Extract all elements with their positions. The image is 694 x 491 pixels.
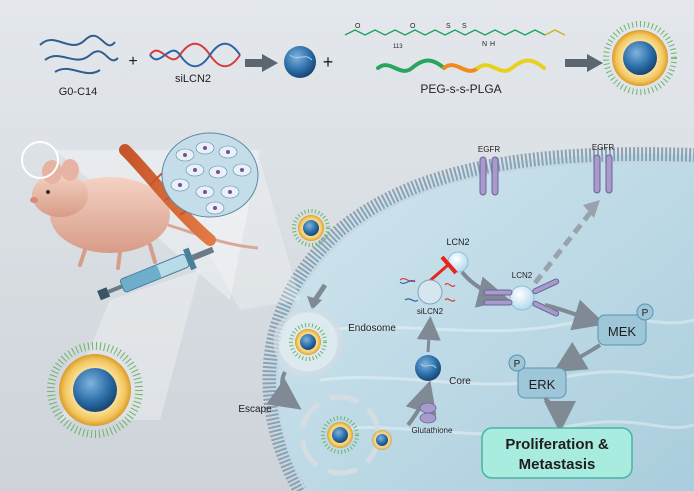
peg-ss-plga-structure: O 113 O S S N H [344,23,566,50]
svg-text:113: 113 [393,44,403,50]
outcome-line2: Metastasis [519,456,596,473]
silcn2-fragments [399,277,456,302]
egfr-receptor-right [593,154,613,194]
svg-text:N: N [482,41,487,48]
plus-sign-2: + [323,52,334,72]
arrow-core-to-silcn2 [416,316,441,353]
uptake-arrow-head [307,296,322,310]
tumor-cluster [161,132,259,218]
released-core [415,355,441,381]
svg-text:O: O [410,23,416,30]
peg-ss-plga-ribbon [376,58,546,73]
core-label: Core [449,376,471,387]
arrow-mek-to-erk [553,341,602,373]
arrow-lcn2-to-bound [460,270,510,308]
uptake-arrow [312,283,328,302]
arrow-erk-to-outcome [543,396,576,433]
escape-label: Escape [238,404,272,415]
arrow-to-core-head [262,54,278,72]
mek-phospho-icon [636,303,654,321]
disassembling-nanoparticle [372,430,392,450]
erk-phospho-icon [508,354,526,372]
final-nanoparticle [603,21,677,95]
erk-phospho-label: P [514,359,521,370]
erk-label: ERK [529,377,556,392]
mek-label: MEK [608,324,637,339]
outcome-line1: Proliferation & [505,436,609,453]
erk-box [517,367,567,399]
mek-box [597,314,647,346]
silcn2-synthesis-label: siLCN2 [175,73,211,85]
egfr-receptor-left [479,156,499,196]
arrow-to-nanoparticle-head [587,54,603,72]
egfr-right-label: EGFR [592,143,614,152]
cell-cytoplasm [269,154,694,491]
blood-vessel [119,144,216,246]
mouse-illustration [30,159,259,270]
plus-sign-1: + [128,53,137,70]
endosome [273,307,343,377]
svg-text:O: O [355,23,361,30]
released-sirna-cluster [417,279,443,305]
silcn2-released-label: siLCN2 [417,307,444,316]
g0-c14-strands [39,34,119,75]
peg-ss-plga-label: PEG-s-s-PLGA [420,82,501,96]
nanoparticle-zoom [47,342,143,438]
extracellular-nanoparticle [292,209,330,247]
svg-text:H: H [490,41,495,48]
svg-text:S: S [462,23,467,30]
lcn2-free-label: LCN2 [446,237,469,247]
lcn2-bound-label: LCN2 [512,271,533,280]
arrow-complex-to-mek [544,299,606,331]
inhibition-bar [440,255,458,275]
egfr-left-label: EGFR [478,145,500,154]
endosome-label: Endosome [348,323,396,334]
magnifier-circle [21,141,59,179]
assembled-core-icon [284,46,316,78]
dashed-arrow-head [583,200,600,218]
syringe-icon [97,246,215,301]
glutathione-label: Glutathione [412,426,453,435]
arrow-to-core-release [405,380,437,427]
svg-text:S: S [446,23,451,30]
glutathione-icon [419,402,437,424]
mek-phospho-label: P [642,308,649,319]
outcome-box [481,427,633,479]
silcn2-helix [149,42,241,68]
g0-c14-label: G0-C14 [59,86,98,98]
lcn2-egfr-complex [483,278,560,317]
escape-arrow [266,371,302,410]
